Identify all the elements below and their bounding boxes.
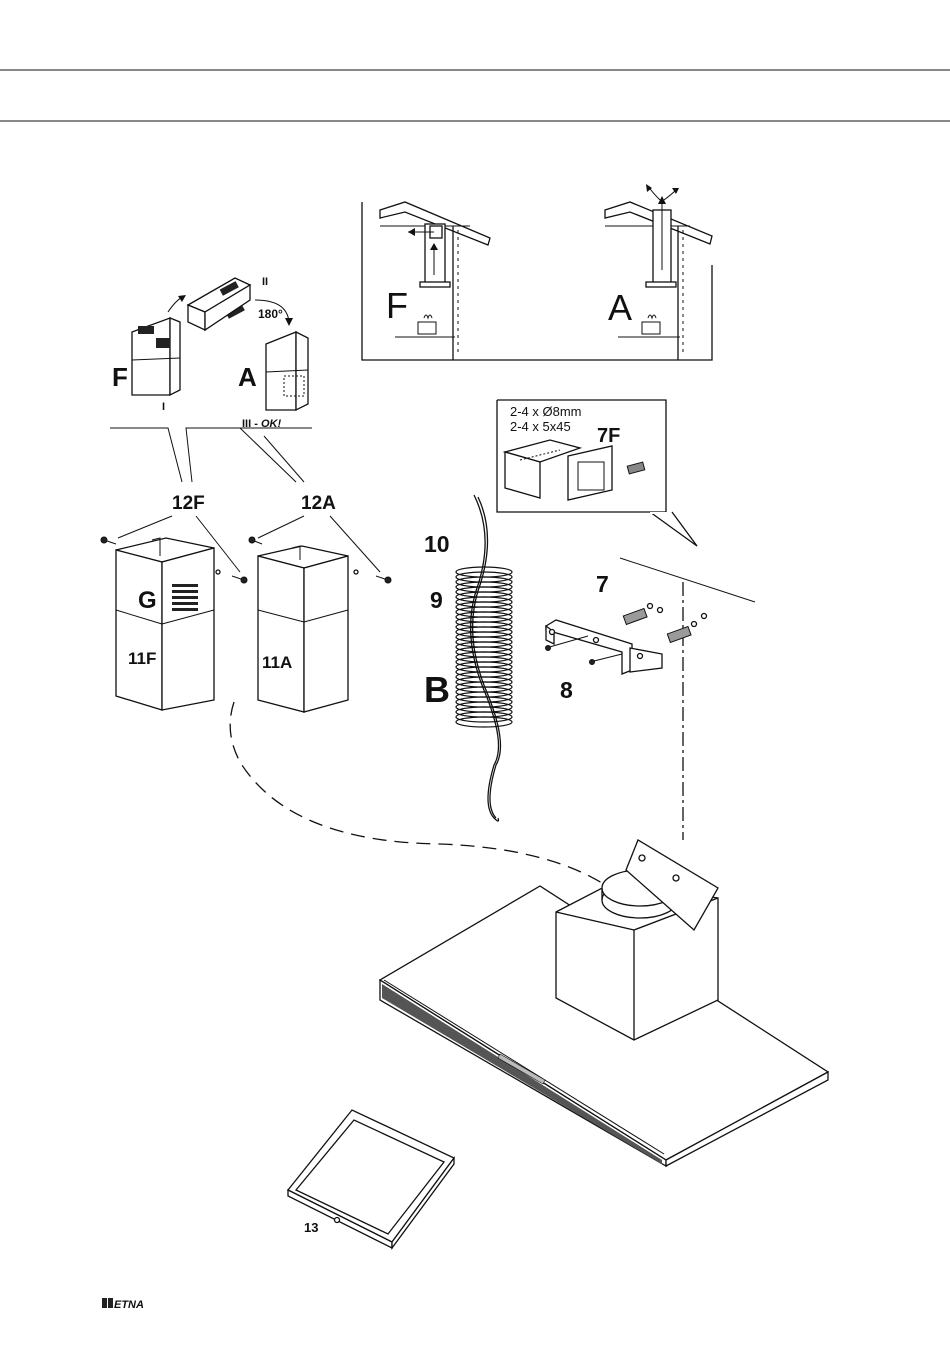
chimney-sections: G 11F 11A 12F 12A (101, 493, 391, 712)
step-i-filter-label: F (112, 362, 128, 392)
brand-logo: ETNA (102, 1298, 144, 1311)
bracket-filter-label: 12F (172, 493, 205, 514)
aspiration-mode-label: A (608, 287, 632, 328)
wall-bracket: 7 8 (546, 558, 756, 840)
aspiration-mode-scene: A (605, 184, 712, 360)
fixing-detail-callout: 2-4 x Ø8mm 2-4 x 5x45 7F (497, 400, 697, 546)
grille-label: G (138, 587, 157, 614)
fixing-line-2: 2-4 x 5x45 (510, 419, 571, 434)
step-one-label: I (162, 401, 165, 413)
filter-mode-scene: F (380, 202, 490, 360)
brand-name: ETNA (114, 1299, 144, 1311)
fixing-line-1: 2-4 x Ø8mm (510, 404, 582, 419)
rotation-label: 180° (258, 307, 283, 321)
conversion-steps: F I II 180° A III - OK! (110, 276, 312, 482)
mode-illustration: F A (362, 184, 712, 360)
step-two-label: II (262, 276, 268, 288)
flexible-pipe (455, 567, 513, 728)
bracket-label: 8 (560, 677, 573, 703)
flex-pipe-label: B (424, 669, 450, 710)
fixing-detail-label: 7F (597, 425, 620, 447)
filter-panel: 13 (288, 1110, 454, 1248)
flexible-pipe-and-cable: 10 9 B (424, 495, 513, 821)
step-iii-aspiration-label: A (238, 362, 257, 392)
wall-plugs (623, 604, 706, 643)
chimney-routing-line (230, 702, 610, 888)
chimney-aspiration-label: 11A (262, 653, 292, 672)
bracket-aspiration-label: 12A (301, 493, 336, 514)
chimney-filter-label: 11F (128, 649, 156, 668)
wall-fixings-label: 7 (596, 571, 609, 597)
filter-panel-label: 13 (304, 1220, 318, 1235)
flex-pipe-part-label: 9 (430, 587, 443, 613)
cable-part-label: 10 (424, 531, 450, 557)
filter-mode-label: F (386, 285, 408, 326)
hood-body (380, 840, 828, 1166)
